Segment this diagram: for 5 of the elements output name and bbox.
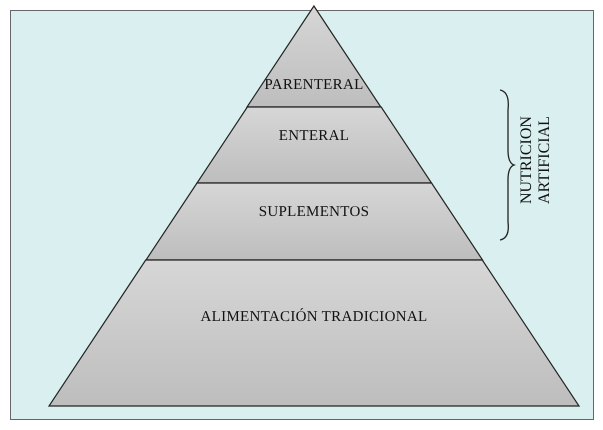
band-label: SUPLEMENTOS <box>258 204 370 221</box>
band-label: PARENTERAL <box>263 77 365 94</box>
vertical-label: NUTRICION ARTIFICIAL <box>518 115 554 206</box>
band-label: ENTERAL <box>278 128 350 145</box>
band-label: ALIMENTACIÓN TRADICIONAL <box>200 309 428 326</box>
